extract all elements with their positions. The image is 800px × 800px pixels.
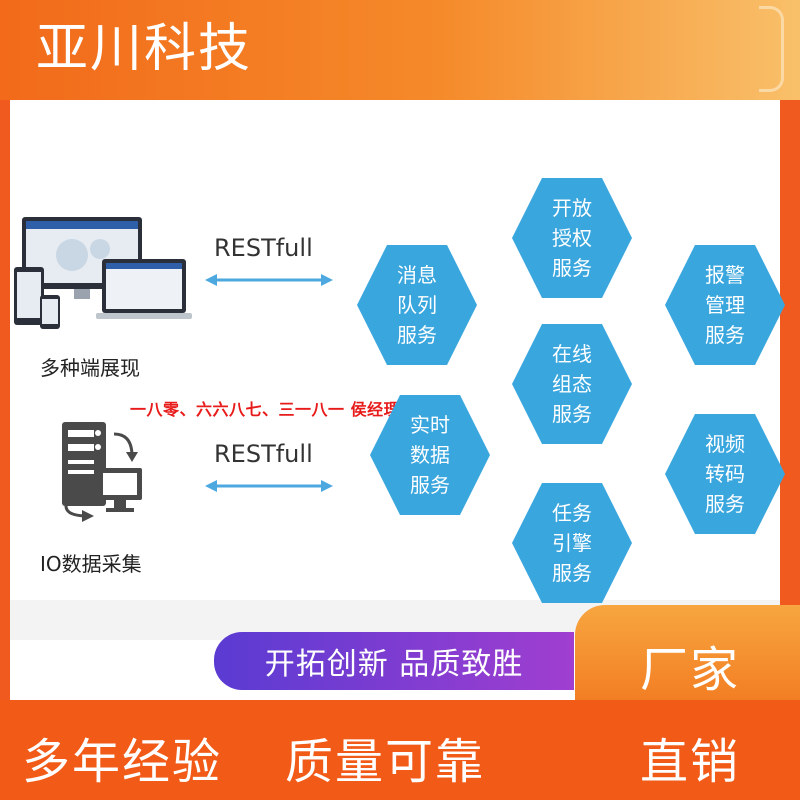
double-arrow-icon bbox=[205, 480, 333, 492]
double-arrow-icon bbox=[205, 274, 333, 286]
factory-direct-tab bbox=[575, 605, 800, 715]
hex-online-config-service: 在线组态服务 bbox=[512, 324, 632, 444]
bottom-banner bbox=[0, 700, 800, 800]
hex-message-queue-service: 消息队列服务 bbox=[357, 245, 477, 365]
slogan-quality: 质量可靠 bbox=[285, 734, 486, 790]
contact-watermark: 一八零、六六八七、三一八一 侯经理 bbox=[130, 400, 401, 419]
hex-realtime-data-service: 实时数据服务 bbox=[370, 395, 490, 515]
slogan-pill: 开拓创新 品质致胜 bbox=[214, 632, 574, 690]
hex-task-engine-service: 任务引擎服务 bbox=[512, 483, 632, 603]
direct-sale-label: 直销 bbox=[640, 734, 741, 790]
restfull-bottom-label: RESTfull bbox=[214, 440, 313, 468]
banner-decoration bbox=[759, 6, 784, 92]
server-sync-icon bbox=[62, 422, 142, 522]
factory-label: 厂家 bbox=[640, 642, 741, 698]
hex-video-transcode-service: 视频转码服务 bbox=[665, 414, 785, 534]
slogan-experience: 多年经验 bbox=[22, 734, 223, 790]
restfull-top-label: RESTfull bbox=[214, 234, 313, 262]
top-banner: 亚川科技 bbox=[0, 0, 800, 100]
hex-open-auth-service: 开放授权服务 bbox=[512, 178, 632, 298]
hex-alarm-management-service: 报警管理服务 bbox=[665, 245, 785, 365]
devices-icon bbox=[14, 217, 192, 329]
devices-label: 多种端展现 bbox=[40, 356, 140, 380]
brand-title: 亚川科技 bbox=[36, 19, 253, 79]
io-collection-label: IO数据采集 bbox=[40, 552, 142, 576]
